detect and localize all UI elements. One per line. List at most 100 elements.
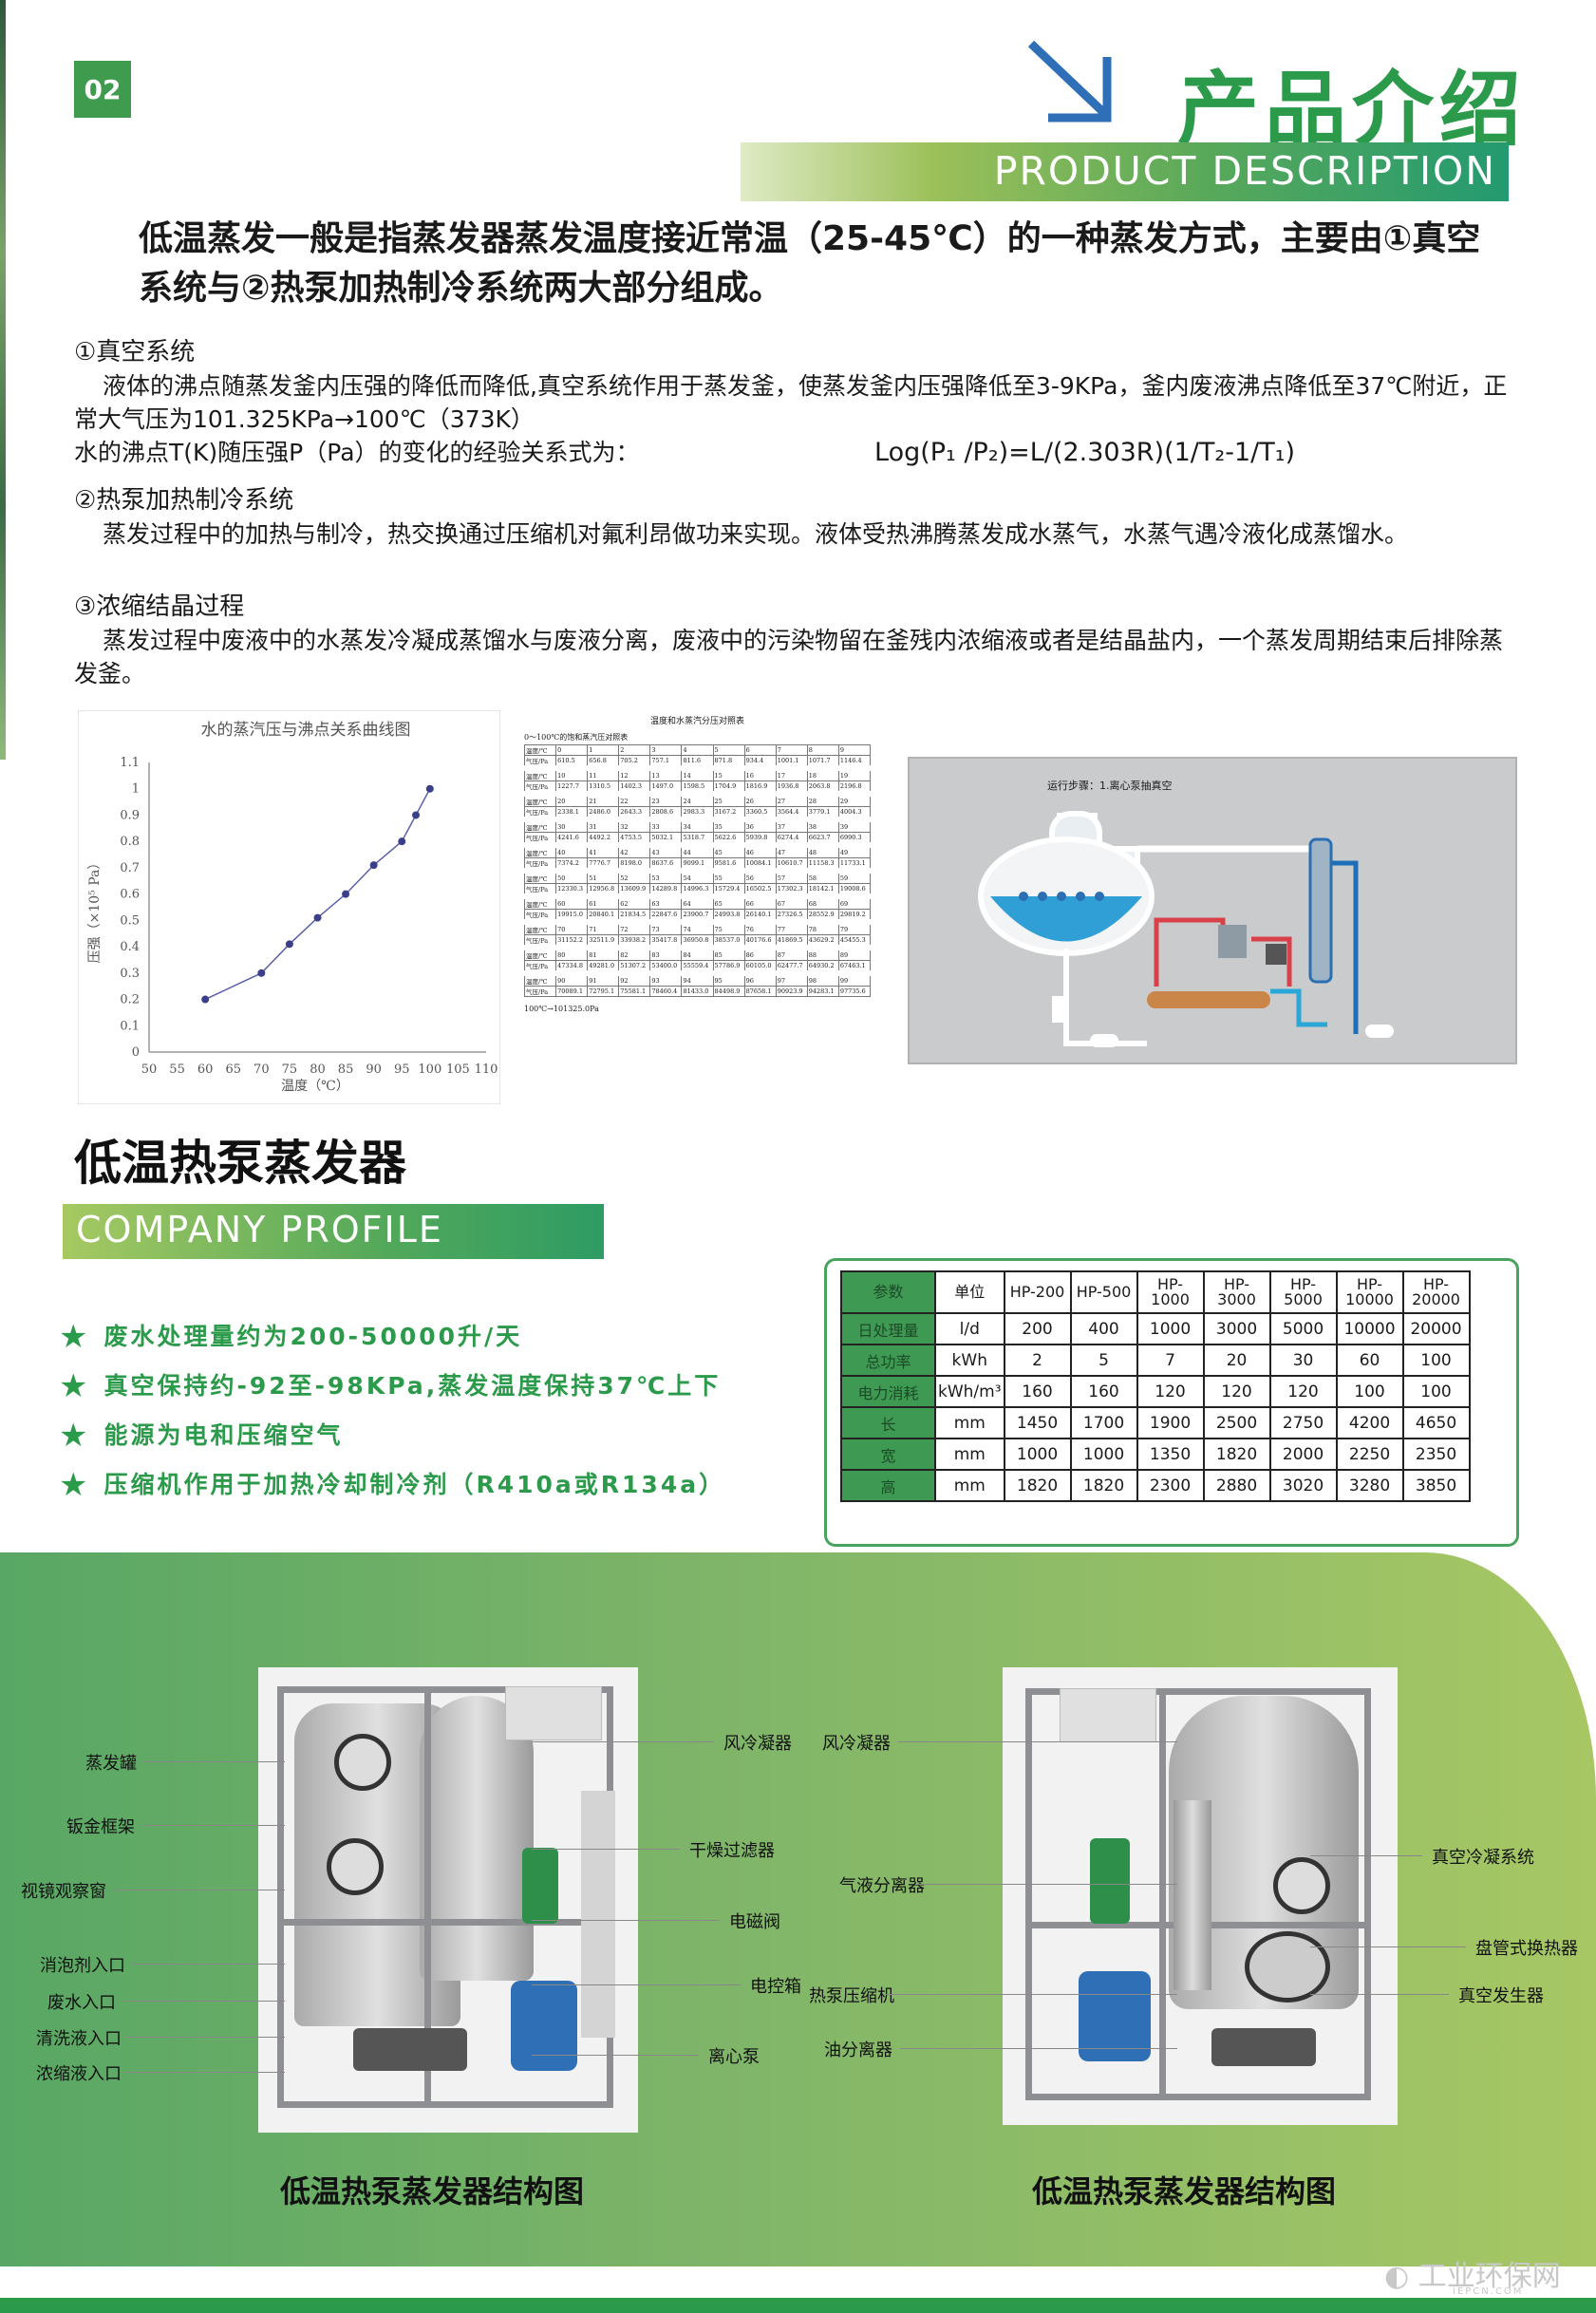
pressure-table-cell: 5318.7 xyxy=(681,832,714,846)
y-tick-label: 0.5 xyxy=(120,913,140,928)
star-icon: ★ xyxy=(59,1417,91,1455)
pressure-table-cell: 2 xyxy=(618,744,651,756)
pressure-table-cell: 90 xyxy=(555,972,589,987)
pressure-table-cell: 68 xyxy=(806,895,839,910)
data-point xyxy=(398,837,406,846)
x-tick-label: 60 xyxy=(197,1062,214,1077)
y-tick-label: 0.4 xyxy=(120,940,140,954)
pressure-table-cell: 20840.1 xyxy=(587,909,620,923)
pressure-table-cell: 7 xyxy=(775,744,808,756)
pressure-table-cell: 8 xyxy=(806,744,839,756)
pressure-table-cell: 72795.1 xyxy=(587,986,620,997)
spec-cell: 2350 xyxy=(1401,1438,1471,1471)
spec-cell: 3280 xyxy=(1335,1469,1404,1502)
pressure-table-cell: 705.2 xyxy=(618,755,651,769)
pressure-table-cell: 26 xyxy=(743,793,777,807)
spec-cell: 160 xyxy=(1069,1375,1138,1408)
spec-cell: 400 xyxy=(1069,1312,1138,1345)
pressure-table-cell: 温度/℃ xyxy=(523,744,557,756)
pressure-table-cell: 温度/℃ xyxy=(523,972,557,987)
pressure-table-cell: 6623.7 xyxy=(806,832,839,846)
pressure-table-cell: 12 xyxy=(618,767,651,781)
data-point xyxy=(313,913,322,922)
pressure-table-cell: 54 xyxy=(681,870,714,884)
pressure-table-cell: 40 xyxy=(555,844,589,858)
coil-heat-exchanger xyxy=(1245,1931,1330,2003)
pressure-table-cell: 11 xyxy=(587,767,620,781)
pressure-table-cell: 5032.1 xyxy=(649,832,683,846)
pressure-table-cell: 35 xyxy=(712,818,745,833)
pressure-table-cell: 温度/℃ xyxy=(523,818,557,833)
pressure-table-cell: 19915.0 xyxy=(555,909,589,923)
process-diagram-svg xyxy=(978,811,1394,1047)
pressure-table-cell: 2486.0 xyxy=(587,806,620,820)
pressure-table-cell: 15 xyxy=(712,767,745,781)
pressure-table-cell: 18 xyxy=(806,767,839,781)
spec-cell: kWh/m³ xyxy=(934,1375,1005,1408)
pressure-table-cell: 2338.1 xyxy=(555,806,589,820)
pressure-table-cell: 41 xyxy=(587,844,620,858)
pressure-table-cell: 97735.6 xyxy=(837,986,872,997)
pressure-table-cell: 46 xyxy=(743,844,777,858)
spec-cell: 100 xyxy=(1401,1375,1471,1408)
title-ribbon xyxy=(741,142,1509,201)
pressure-table-cell: 78460.4 xyxy=(649,986,683,997)
pressure-table-cell: 53 xyxy=(649,870,683,884)
pressure-table-cell: 1936.8 xyxy=(775,780,808,795)
pressure-table-cell: 58 xyxy=(806,870,839,884)
left-edge-photo-strip xyxy=(0,0,6,760)
leader-line xyxy=(123,2001,285,2002)
structure-label-mid: 电控箱 xyxy=(750,1977,801,1997)
section-vacuum-body: 液体的沸点随蒸发釜内压强的降低而降低,真空系统作用于蒸发釜，使蒸发釜内压强降低至… xyxy=(74,372,1508,433)
spec-cell: kWh xyxy=(934,1344,1005,1377)
pressure-table-cell: 2196.8 xyxy=(837,780,872,795)
intro-paragraph: 低温蒸发一般是指蒸发器蒸发温度接近常温（25-45℃）的一种蒸发方式，主要由①真… xyxy=(74,215,1508,313)
structure-label-right: 真空发生器 xyxy=(1458,1986,1544,2006)
watermark-logo: ◐ 工业环保网 xyxy=(1384,2260,1561,2293)
pressure-table-cell: 22847.6 xyxy=(649,909,683,923)
pressure-table-cell: 11733.1 xyxy=(837,857,872,872)
pressure-table-cell: 67 xyxy=(775,895,808,910)
pressure-table-cell: 60 xyxy=(555,895,589,910)
spec-cell: 4650 xyxy=(1401,1406,1471,1439)
spec-cell: mm xyxy=(934,1406,1005,1439)
spec-cell: 1820 xyxy=(1069,1469,1138,1502)
spec-cell: 10000 xyxy=(1335,1312,1404,1345)
pressure-table-cell: 4004.3 xyxy=(837,806,872,820)
pressure-table-cell: 61 xyxy=(587,895,620,910)
star-icon: ★ xyxy=(59,1367,91,1405)
structure-label-right-left: 气液分离器 xyxy=(839,1876,925,1896)
pressure-table-cell: 79 xyxy=(837,921,872,935)
x-tick-label: 110 xyxy=(475,1062,498,1077)
pressure-table-cell: 34 xyxy=(681,818,714,833)
data-point xyxy=(369,861,378,870)
structure-label-mid: 电磁阀 xyxy=(729,1912,780,1932)
pressure-table-cell: 67463.1 xyxy=(837,960,872,974)
spec-param-cell: 参数 xyxy=(840,1270,936,1314)
pressure-table-cell: 1146.4 xyxy=(837,755,872,769)
pressure-table-cell: 47334.8 xyxy=(555,960,589,974)
boiling-formula: Log(P₁ /P₂)=L/(2.303R)(1/T₂-1/T₁) xyxy=(874,438,1296,467)
pressure-table-cell: 98 xyxy=(806,972,839,987)
pressure-table-cell: 5 xyxy=(712,744,745,756)
structure-caption-left: 低温热泵蒸发器结构图 xyxy=(280,2173,585,2210)
pressure-table-cell: 73 xyxy=(649,921,683,935)
machine-image-right xyxy=(1003,1667,1398,2125)
leader-line xyxy=(1310,1946,1466,1947)
air-condenser xyxy=(1060,1688,1156,1742)
pressure-table-cell: 757.1 xyxy=(649,755,683,769)
x-tick-label: 95 xyxy=(394,1062,410,1077)
pressure-table-cell: 16 xyxy=(743,767,777,781)
pressure-table-cell: 3 xyxy=(649,744,683,756)
